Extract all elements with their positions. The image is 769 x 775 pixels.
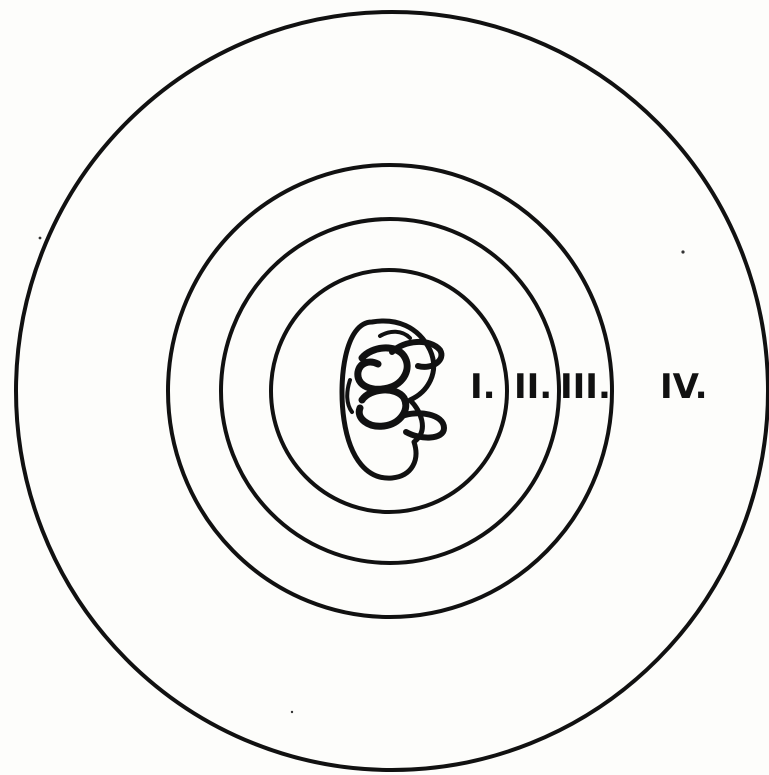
label-ring-III: III.: [560, 367, 611, 407]
print-speck: [291, 711, 293, 713]
center-scribble: [342, 321, 444, 478]
label-ring-II: II.: [514, 367, 552, 407]
label-ring-I: I.: [470, 367, 496, 407]
print-speck: [681, 250, 684, 253]
label-ring-IV: IV.: [660, 367, 708, 407]
print-speck: [39, 237, 42, 240]
